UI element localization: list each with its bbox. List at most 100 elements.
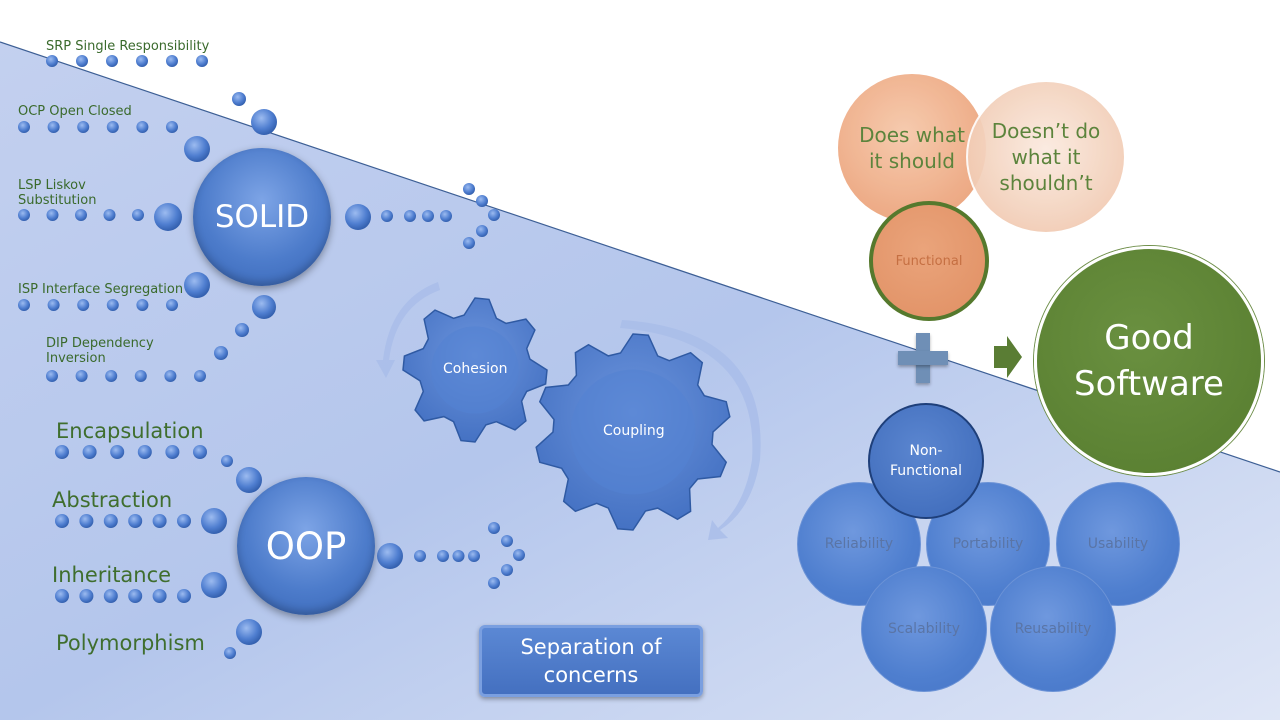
oop-hub: OOP <box>237 477 375 615</box>
connector-dot <box>132 209 144 221</box>
solid-label-isp: ISP Interface Segregation <box>18 282 184 297</box>
connector-dot <box>345 204 371 230</box>
plus-icon-horizontal <box>898 351 948 365</box>
connector-dot <box>166 299 178 311</box>
arrow-right-icon <box>994 336 1022 378</box>
connector-dot <box>194 370 206 382</box>
coupling-label: Coupling <box>603 423 665 439</box>
does-what-it-should-circle: Does what it should <box>838 74 986 222</box>
connector-dot <box>381 210 393 222</box>
oop-label-abstraction: Abstraction <box>52 488 173 512</box>
cohesion-label: Cohesion <box>443 361 508 377</box>
connector-dot <box>488 209 500 221</box>
connector-dot <box>236 619 262 645</box>
connector-dot <box>128 589 143 603</box>
separation-of-concerns-box: Separation of concerns <box>479 625 703 697</box>
connector-dot <box>184 272 210 298</box>
connector-dot <box>214 346 228 360</box>
connector-dot <box>18 299 30 311</box>
connector-dot <box>79 514 94 528</box>
connector-dot <box>136 299 149 311</box>
connector-dot <box>154 203 182 231</box>
cohesion-gear-hub <box>431 326 519 414</box>
connector-dot <box>236 467 262 493</box>
oop-label-polymorphism: Polymorphism <box>56 631 205 655</box>
solid-label-srp: SRP Single Responsibility <box>46 39 210 54</box>
connector-dot <box>152 589 167 603</box>
good-software-circle: Good Software <box>1034 246 1264 476</box>
connector-dot <box>55 445 69 459</box>
connector-dot <box>106 121 119 133</box>
connector-dot <box>136 121 149 133</box>
connector-dot <box>404 210 416 222</box>
connector-dot <box>476 225 488 237</box>
solid-label-ocp: OCP Open Closed <box>18 104 132 119</box>
connector-dot <box>82 445 97 459</box>
solid-label-lsp: LSP Liskov Substitution <box>18 178 97 208</box>
connector-dot <box>106 55 118 67</box>
connector-dot <box>166 121 178 133</box>
connector-dot <box>106 299 119 311</box>
oop-label-encapsulation: Encapsulation <box>56 419 204 443</box>
non-functional-circle: Non-Functional <box>868 403 984 519</box>
connector-dot <box>468 550 480 562</box>
solid-hub: SOLID <box>193 148 331 286</box>
coupling-gear-hub <box>570 369 696 495</box>
connector-dot <box>452 550 465 562</box>
does-label: Does what it should <box>859 123 965 173</box>
cycle-arrow-left <box>376 282 440 378</box>
doesnt-label: Doesn’t do what it shouldn’t <box>991 119 1101 195</box>
scalability-label: Scalability <box>888 621 960 637</box>
connector-dot <box>488 577 500 589</box>
connector-dot <box>134 370 147 382</box>
connector-dot <box>251 109 277 135</box>
connector-dot <box>177 514 191 528</box>
connector-dot <box>55 589 69 603</box>
reusability-label: Reusability <box>1014 621 1092 637</box>
connector-dot <box>513 549 525 561</box>
connector-dot <box>46 370 58 382</box>
connector-dot <box>103 209 116 221</box>
connector-dot <box>463 237 475 249</box>
connector-dot <box>128 514 143 528</box>
connector-dot <box>184 136 210 162</box>
connector-dot <box>136 55 148 67</box>
connector-dot <box>201 572 227 598</box>
connector-dot <box>440 210 452 222</box>
connector-dot <box>476 195 488 207</box>
connector-dot <box>437 550 449 562</box>
non-functional-label: Non-Functional <box>889 443 963 479</box>
connector-dot <box>488 522 500 534</box>
connector-dot <box>201 508 227 534</box>
reliability-label: Reliability <box>824 536 894 552</box>
connector-dot <box>18 121 30 133</box>
connector-dot <box>46 55 58 67</box>
oop-label-inheritance: Inheritance <box>52 563 172 587</box>
connector-dot <box>252 295 276 319</box>
connector-dot <box>414 550 426 562</box>
functional-label: Functional <box>895 253 963 269</box>
connector-dot <box>166 55 178 67</box>
connector-dot <box>165 445 180 459</box>
connector-dot <box>235 323 249 337</box>
connector-dot <box>177 589 191 603</box>
connector-dot <box>105 370 118 382</box>
connector-dot <box>47 299 60 311</box>
quality-scalability: Scalability <box>861 566 987 692</box>
solid-label-dip: DIP Dependency Inversion <box>46 336 154 366</box>
connector-dot <box>164 370 177 382</box>
connector-dot <box>75 370 88 382</box>
connector-dot <box>76 55 88 67</box>
connector-dot <box>463 183 475 195</box>
connector-dot <box>152 514 167 528</box>
connector-dot <box>75 209 87 221</box>
connector-dot <box>232 92 246 106</box>
connector-dot <box>18 209 30 221</box>
doesnt-do-what-it-shouldnt-circle: Doesn’t do what it shouldn’t <box>966 80 1126 234</box>
connector-dot <box>196 55 208 67</box>
connector-dot <box>377 543 403 569</box>
connector-dot <box>501 564 513 576</box>
quality-reusability: Reusability <box>990 566 1116 692</box>
connector-dot <box>77 299 90 311</box>
connector-dot <box>422 210 434 222</box>
